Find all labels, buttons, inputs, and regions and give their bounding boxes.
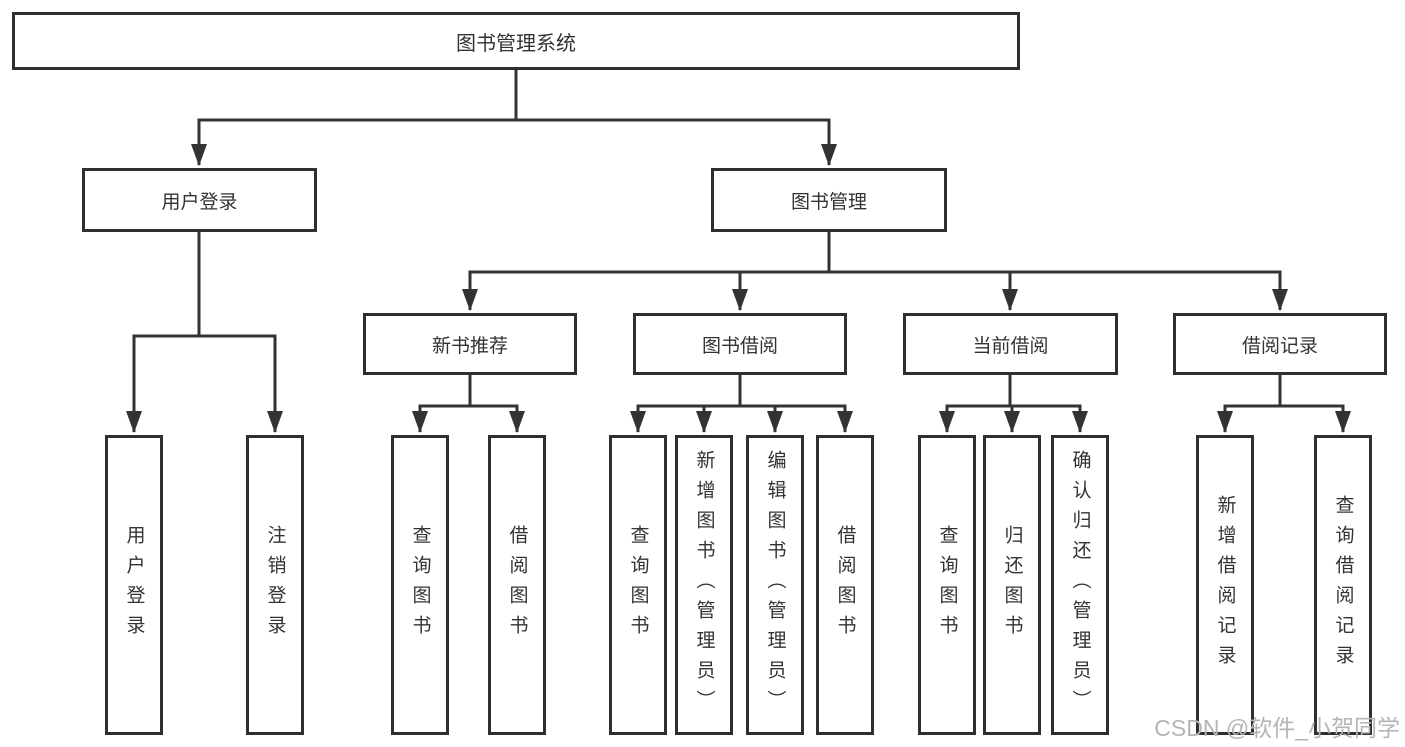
leaf-borrow-books-2-label: 借阅图书 [834,525,856,645]
leaf-query-books-1: 查询图书 [391,435,449,735]
leaf-query-borrow-record: 查询借阅记录 [1314,435,1372,735]
leaf-borrow-books-1-label: 借阅图书 [506,525,528,645]
leaf-query-books-3-label: 查询图书 [936,525,958,645]
leaf-query-books-1-label: 查询图书 [409,525,431,645]
leaf-logout-label: 注销登录 [264,525,286,645]
leaf-add-books-admin: 新增图书（管理员） [675,435,733,735]
leaf-return-books-label: 归还图书 [1001,525,1023,645]
leaf-borrow-books-1: 借阅图书 [488,435,546,735]
node-book-borrow-label: 图书借阅 [701,335,778,357]
leaf-user-login: 用户登录 [105,435,163,735]
leaf-return-books: 归还图书 [983,435,1041,735]
leaf-edit-books-admin: 编辑图书（管理员） [746,435,804,735]
leaf-add-books-admin-label: 新增图书（管理员） [693,450,715,720]
node-library-management-system-label: 图书管理系统 [456,32,576,55]
leaf-query-books-2-label: 查询图书 [627,525,649,645]
leaf-add-borrow-record-label: 新增借阅记录 [1214,495,1236,675]
leaf-confirm-return-admin-label: 确认归还（管理员） [1069,450,1091,720]
node-borrow-records: 借阅记录 [1173,313,1387,375]
leaf-logout: 注销登录 [246,435,304,735]
leaf-query-books-2: 查询图书 [609,435,667,735]
node-current-borrow: 当前借阅 [903,313,1118,375]
leaf-borrow-books-2: 借阅图书 [816,435,874,735]
leaf-confirm-return-admin: 确认归还（管理员） [1051,435,1109,735]
node-new-book-recommend-label: 新书推荐 [431,335,508,357]
leaf-query-books-3: 查询图书 [918,435,976,735]
node-borrow-records-label: 借阅记录 [1241,335,1318,357]
node-book-management-label: 图书管理 [790,191,867,213]
leaf-query-borrow-record-label: 查询借阅记录 [1332,495,1354,675]
node-new-book-recommend: 新书推荐 [363,313,577,375]
node-current-borrow-label: 当前借阅 [972,335,1049,357]
leaf-user-login-label: 用户登录 [123,525,145,645]
csdn-watermark: CSDN @软件_小贺同学 [1154,715,1400,741]
node-user-login-label: 用户登录 [161,191,238,213]
node-library-management-system: 图书管理系统 [12,12,1020,70]
node-user-login: 用户登录 [82,168,317,232]
node-book-borrow: 图书借阅 [633,313,847,375]
leaf-add-borrow-record: 新增借阅记录 [1196,435,1254,735]
leaf-edit-books-admin-label: 编辑图书（管理员） [764,450,786,720]
node-book-management: 图书管理 [711,168,947,232]
